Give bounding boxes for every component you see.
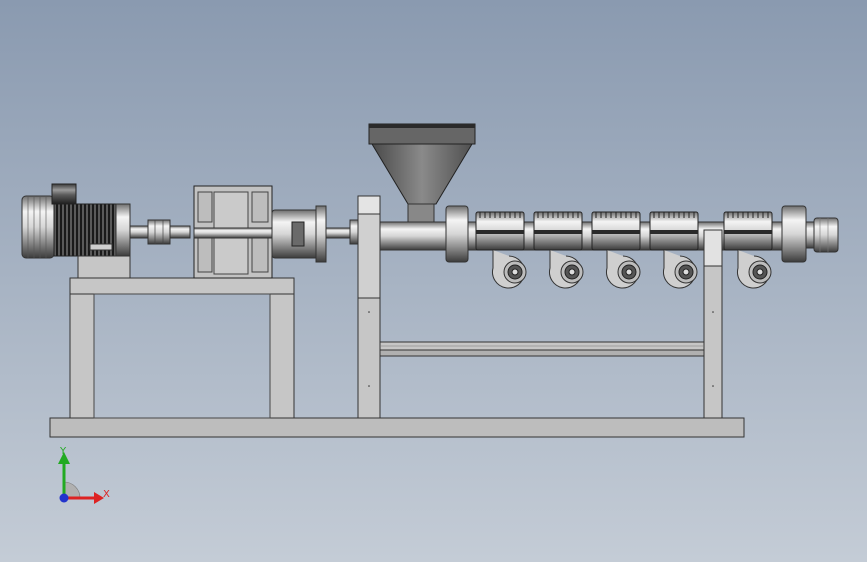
gearbox (193, 185, 273, 279)
heater-band (533, 211, 583, 251)
blower-fan-icon (663, 250, 698, 289)
blower-fan-icon (549, 250, 584, 289)
base-frame (49, 265, 745, 438)
drive-motor (21, 183, 131, 279)
bearing-housing (271, 205, 361, 263)
heater-band (475, 211, 525, 251)
heater-band (591, 211, 641, 251)
coordinate-triad: Y X (58, 446, 110, 504)
cooling-blowers (492, 250, 772, 289)
z-axis-dot-icon (59, 493, 69, 503)
barrel-support (703, 229, 723, 267)
blower-fan-icon (737, 250, 772, 289)
blower-fan-icon (606, 250, 641, 289)
feed-throat-block (357, 195, 381, 299)
blower-fan-icon (492, 250, 527, 289)
y-axis-label: Y (59, 446, 67, 457)
heater-band (649, 211, 699, 251)
feed-hopper (368, 123, 476, 223)
heater-bands (475, 211, 773, 251)
x-axis-label: X (103, 489, 110, 500)
heater-band (723, 211, 773, 251)
coupling-shaft (129, 219, 191, 245)
